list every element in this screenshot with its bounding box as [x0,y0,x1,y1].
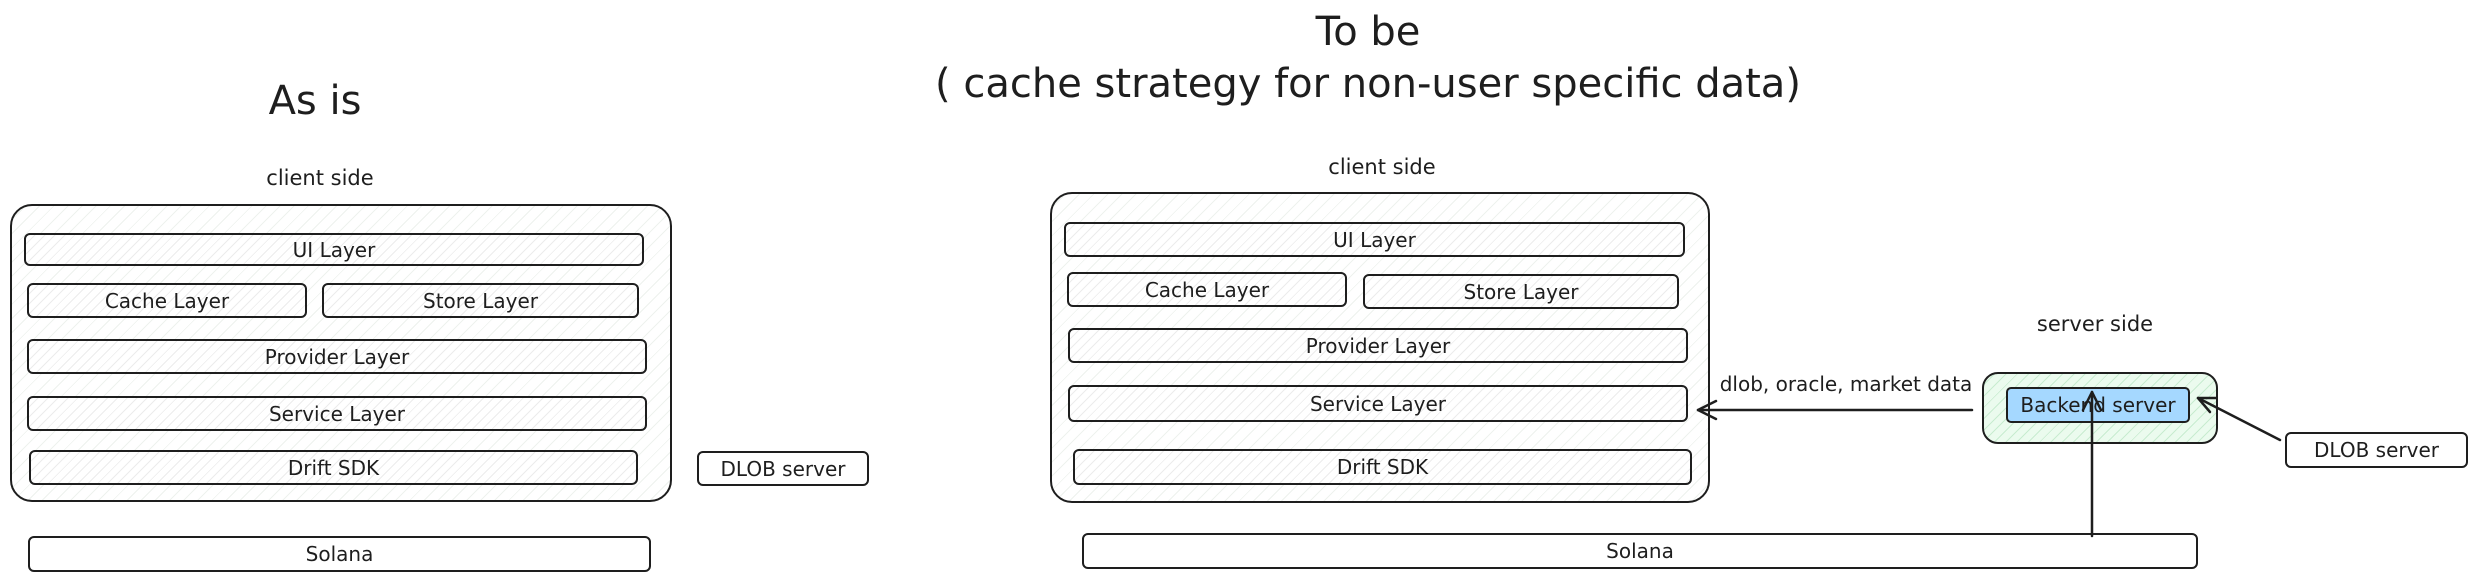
as-is-ui-layer: UI Layer [24,233,644,266]
as-is-provider-layer: Provider Layer [27,339,647,374]
to-be-ui-layer: UI Layer [1064,222,1685,257]
to-be-title: To be [1315,9,1421,55]
as-is-dlob-server: DLOB server [697,451,869,486]
as-is-store-layer: Store Layer [322,283,639,318]
as-is-title: As is [268,78,362,124]
as-is-drift-sdk: Drift SDK [29,450,638,485]
to-be-service-layer: Service Layer [1068,385,1688,422]
backend-to-service-layer-arrow [1696,399,1974,421]
backend-server: Backend server [2006,387,2190,423]
dlob-to-backend-arrow [2196,396,2282,442]
as-is-solana: Solana [28,536,651,572]
market-data-arrow-label: dlob, oracle, market data [1719,372,1973,396]
as-is-service-layer: Service Layer [27,396,647,431]
as-is-client-side-caption: client side [266,166,374,190]
solana-to-backend-arrow [2081,390,2103,538]
to-be-dlob-server: DLOB server [2285,432,2468,468]
to-be-subtitle: ( cache strategy for non-user specific d… [935,61,1801,107]
to-be-store-layer: Store Layer [1363,274,1679,309]
to-be-drift-sdk: Drift SDK [1073,449,1692,485]
as-is-cache-layer: Cache Layer [27,283,307,318]
server-side-caption: server side [2036,312,2154,336]
to-be-provider-layer: Provider Layer [1068,328,1688,363]
to-be-cache-layer: Cache Layer [1067,272,1347,307]
to-be-client-side-caption: client side [1328,155,1436,179]
to-be-solana: Solana [1082,533,2198,569]
